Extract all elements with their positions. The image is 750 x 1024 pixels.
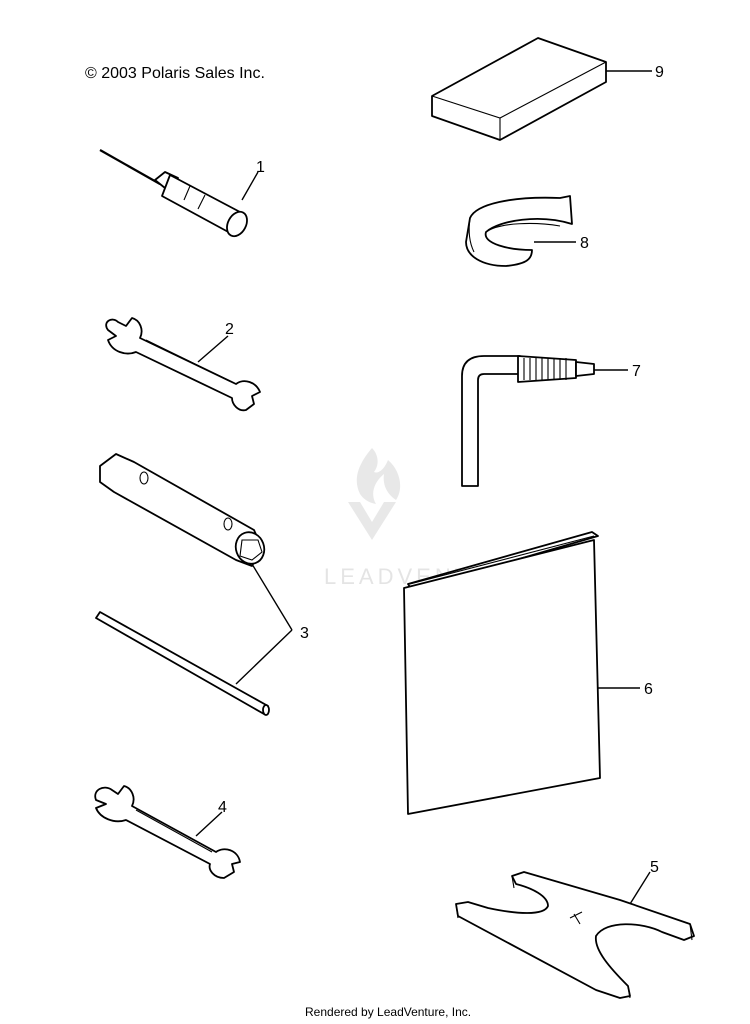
copyright-text: © 2003 Polaris Sales Inc.: [85, 65, 265, 82]
callout-5: 5: [650, 859, 659, 876]
part-6-manual: [403, 531, 601, 815]
callout-7: 7: [632, 363, 641, 380]
part-4-wrench: [94, 785, 241, 879]
part-7-hex-key: [461, 355, 595, 487]
part-8-tape-roll: [465, 195, 573, 267]
callout-1: 1: [256, 159, 265, 176]
callout-8: 8: [580, 235, 589, 252]
part-3-socket-wrench: [99, 453, 266, 567]
callout-6: 6: [644, 681, 653, 698]
part-5-spanner-tool: [455, 871, 695, 999]
callout-2: 2: [225, 321, 234, 338]
part-2-wrench: [105, 317, 261, 412]
callout-9: 9: [655, 64, 664, 81]
callout-4: 4: [218, 799, 227, 816]
callout-3: 3: [300, 625, 309, 642]
part-9-pad: [431, 37, 607, 141]
rendered-by-footer: Rendered by LeadVenture, Inc.: [305, 1005, 471, 1019]
part-3-bar: [95, 611, 270, 716]
part-1-screwdriver: [99, 149, 248, 238]
